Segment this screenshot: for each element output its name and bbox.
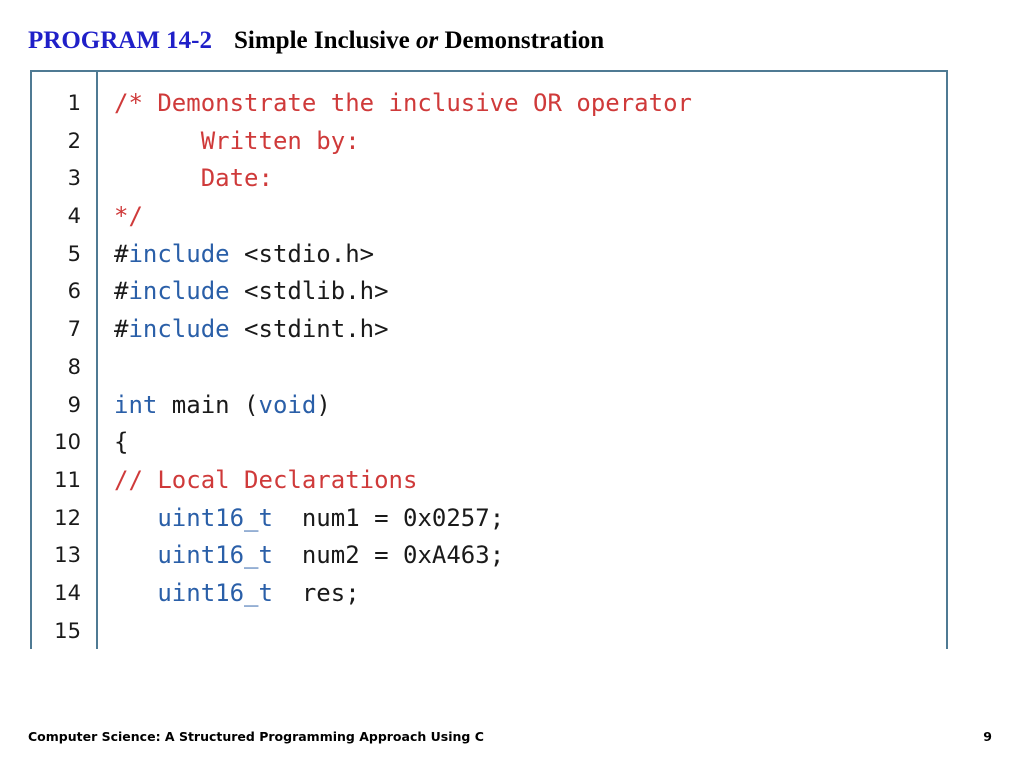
line-number: 2 (67, 128, 81, 153)
line-number: 6 (67, 279, 81, 304)
plain-token: <stdlib.h> (229, 277, 389, 306)
code-lines: 1 /* Demonstrate the inclusive OR operato… (32, 85, 946, 649)
line-code: { (114, 424, 128, 460)
code-line: 3 Date: (32, 160, 946, 198)
footer-book-title: Computer Science: A Structured Programmi… (28, 729, 484, 744)
keyword-token: int (114, 390, 158, 419)
code-line: 13 uint16_t num2 = 0xA463; (32, 537, 946, 575)
code-line: 2 Written by: (32, 123, 946, 161)
plain-token: main ( (157, 390, 259, 419)
slide-title: PROGRAM 14-2 Simple Inclusive or Demonstr… (28, 24, 604, 58)
description-emphasis: or (415, 27, 439, 54)
line-number: 7 (67, 317, 81, 342)
comment-token: Written by: (114, 126, 360, 155)
plain-token: num2 = 0xA463; (272, 541, 505, 570)
comment-token: */ (114, 202, 143, 231)
line-code: #include <stdint.h> (114, 311, 389, 347)
plain-token: # (114, 315, 129, 344)
code-listing-panel: 1 /* Demonstrate the inclusive OR operato… (30, 70, 948, 649)
plain-token: res; (272, 578, 360, 607)
plain-token: num1 = 0x0257; (272, 503, 505, 532)
comment-token: // Local Declarations (114, 465, 418, 494)
line-code: Date: (114, 160, 273, 196)
comment-token: Date: (114, 164, 273, 193)
plain-token: # (114, 239, 129, 268)
line-code: #include <stdio.h> (114, 236, 374, 272)
line-number: 3 (67, 166, 81, 191)
plain-token (114, 541, 157, 569)
description-text-before: Simple Inclusive (234, 27, 416, 54)
line-number: 15 (54, 618, 81, 643)
code-line: 7 #include <stdint.h> (32, 311, 946, 349)
keyword-token: include (128, 239, 230, 268)
line-code: uint16_t num1 = 0x0257; (114, 500, 504, 536)
plain-token: <stdint.h> (229, 315, 389, 344)
line-number: 1 (67, 91, 81, 115)
page-number: 9 (983, 729, 992, 744)
line-code: /* Demonstrate the inclusive OR operator (114, 85, 692, 121)
plain-token (114, 579, 157, 607)
code-line: 4 */ (32, 198, 946, 236)
keyword-token: include (128, 277, 230, 306)
line-number-gutter-divider (96, 72, 98, 649)
code-line: 10 { (32, 424, 946, 462)
line-number: 9 (67, 392, 81, 417)
line-code: int main (void) (114, 387, 331, 423)
line-number: 10 (54, 430, 81, 455)
code-line: 9 int main (void) (32, 387, 946, 425)
plain-token (114, 504, 157, 532)
line-number: 14 (54, 580, 81, 605)
plain-token: <stdio.h> (229, 239, 375, 268)
line-number: 12 (54, 505, 81, 530)
keyword-token: include (128, 315, 230, 344)
plain-token: ) (316, 390, 331, 419)
program-description: Simple Inclusive or Demonstration (234, 27, 604, 54)
line-number: 11 (54, 467, 81, 492)
line-code: // Local Declarations (114, 462, 417, 498)
line-code: uint16_t num2 = 0xA463; (114, 537, 504, 573)
code-line: 14 uint16_t res; (32, 575, 946, 613)
code-line: 12 uint16_t num1 = 0x0257; (32, 500, 946, 538)
code-line: 5 #include <stdio.h> (32, 236, 946, 274)
keyword-token: uint16_t (157, 503, 273, 532)
description-text-after: Demonstration (438, 27, 605, 54)
code-line: 6 #include <stdlib.h> (32, 273, 946, 311)
line-code: Written by: (114, 123, 360, 159)
plain-token: { (114, 428, 129, 457)
code-line: 15 (32, 613, 946, 649)
line-code: uint16_t res; (114, 575, 360, 611)
code-line: 11 // Local Declarations (32, 462, 946, 500)
comment-token: /* Demonstrate the inclusive OR operator (114, 89, 692, 117)
line-number: 4 (67, 204, 81, 229)
line-number: 5 (67, 241, 81, 266)
line-number: 13 (54, 543, 81, 568)
line-code: */ (114, 198, 143, 234)
keyword-token: uint16_t (157, 578, 273, 607)
plain-token: # (114, 277, 129, 306)
line-code: #include <stdlib.h> (114, 273, 389, 309)
keyword-token: uint16_t (157, 541, 273, 570)
keyword-token: void (258, 390, 317, 419)
code-line: 1 /* Demonstrate the inclusive OR operato… (32, 85, 946, 123)
line-number: 8 (67, 354, 81, 379)
code-line: 8 (32, 349, 946, 387)
program-label: PROGRAM 14-2 (28, 27, 212, 54)
